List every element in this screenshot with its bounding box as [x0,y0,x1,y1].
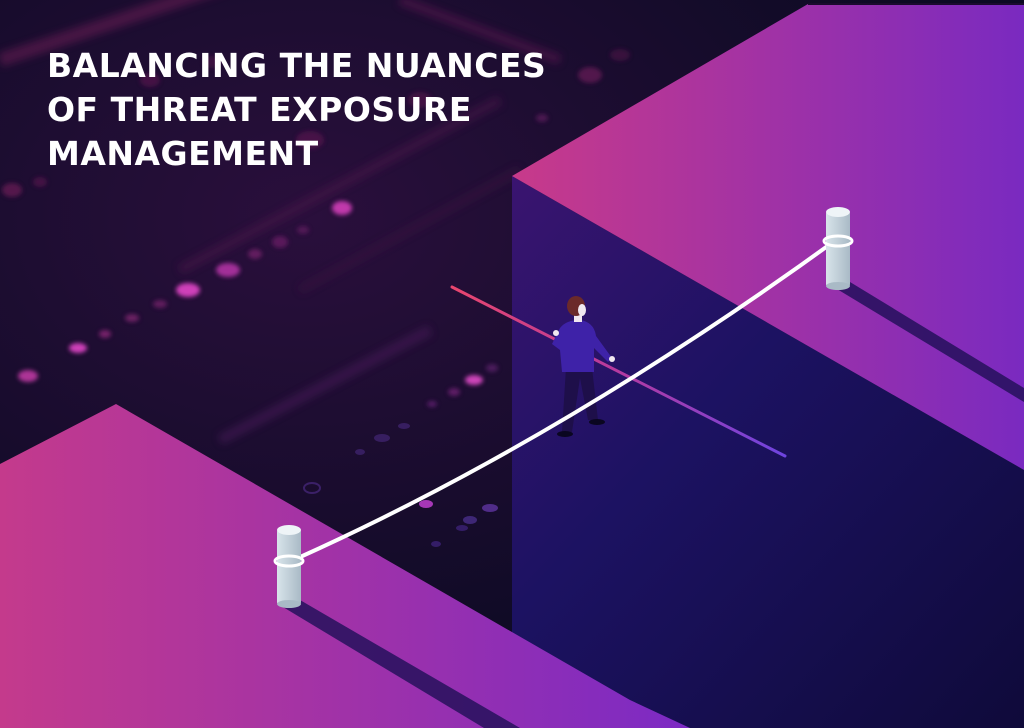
background-glow-dots [2,49,630,547]
left-platform-top [0,404,690,728]
headline-line-2: OF THREAT EXPOSURE [47,90,472,129]
balance-pole [450,285,787,458]
right-platform-side [512,176,1024,728]
left-post-shadow [278,600,520,728]
headline: BALANCING THE NUANCES OF THREAT EXPOSURE… [47,44,546,176]
background-light-streaks [0,0,562,445]
headline-line-1: BALANCING THE NUANCES [47,46,547,85]
right-post-shadow [832,282,1024,402]
headline-line-3: MANAGEMENT [47,134,319,173]
right-platform-top [512,4,1024,470]
rope-post-right [822,207,854,290]
tightrope [296,238,838,560]
rope-post-left [273,525,305,608]
